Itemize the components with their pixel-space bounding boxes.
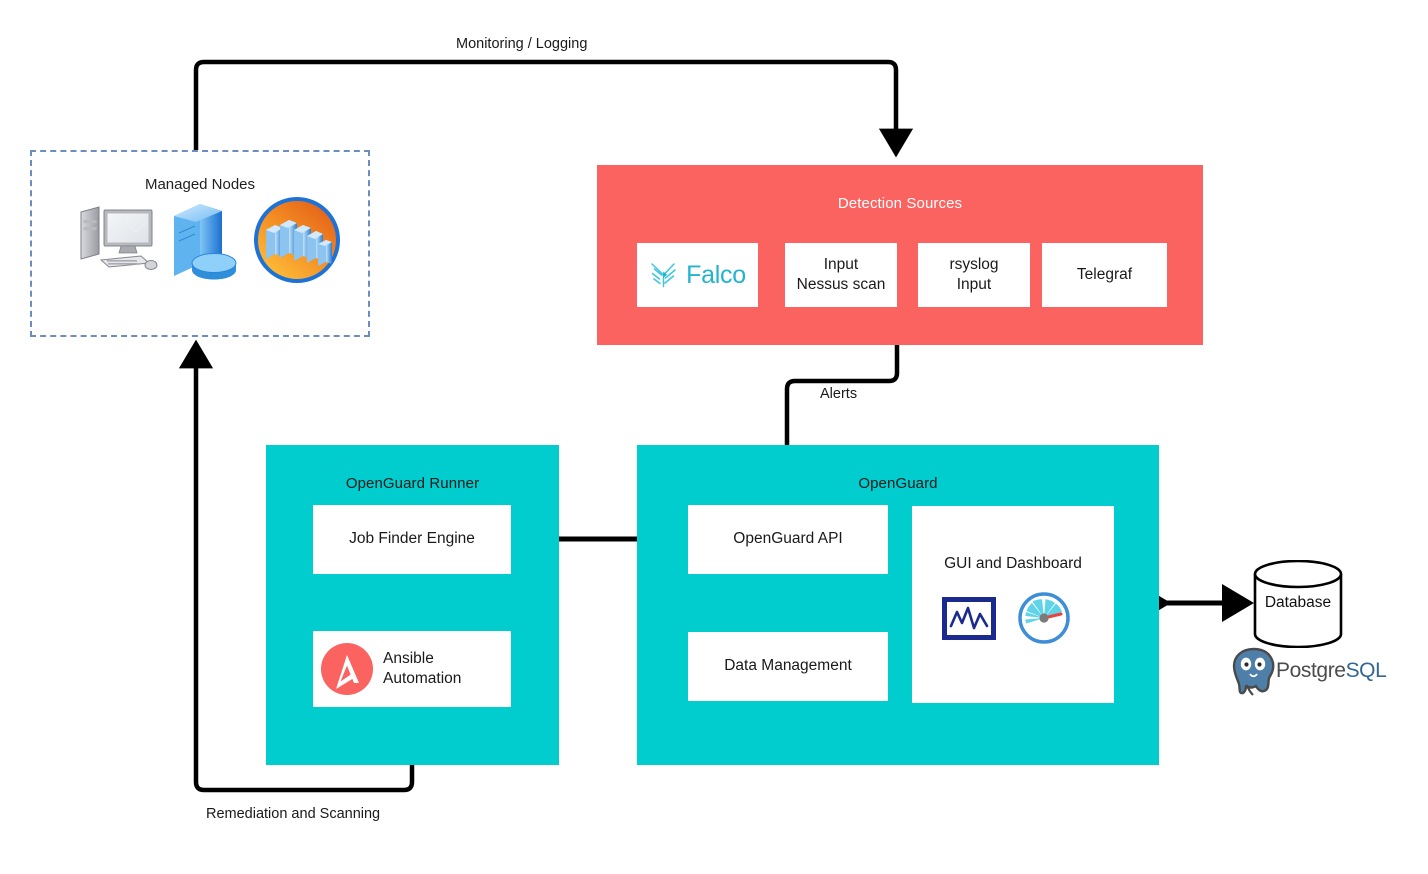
gui-and-dashboard-card[interactable]: GUI and Dashboard	[912, 506, 1114, 703]
detection-source-rsyslog[interactable]: rsyslog Input	[918, 243, 1030, 307]
detection-source-falco[interactable]: Falco	[637, 243, 758, 307]
data-management-card[interactable]: Data Management	[688, 632, 888, 701]
database-cylinder[interactable]: Database	[1252, 559, 1344, 649]
falco-label: Falco	[686, 260, 746, 289]
ansible-automation-card[interactable]: Ansible Automation	[313, 631, 511, 707]
managed-nodes-group: Managed Nodes	[30, 150, 370, 337]
postgres-suffix-label: SQL	[1345, 659, 1387, 682]
line-chart-icon	[940, 595, 998, 648]
openguard-title: OpenGuard	[858, 475, 938, 492]
detection-sources-title: Detection Sources	[837, 195, 963, 212]
database-icon	[1253, 559, 1343, 649]
label-remediation-and-scanning: Remediation and Scanning	[206, 806, 381, 822]
openguard-runner-panel: OpenGuard Runner	[266, 445, 559, 765]
job-finder-engine-card[interactable]: Job Finder Engine	[313, 505, 511, 574]
desktop-computer-icon	[75, 204, 159, 285]
job-finder-engine-label: Job Finder Engine	[349, 530, 475, 548]
postgresql-logo: PostgreSQL	[1228, 645, 1387, 697]
falco-logo: Falco	[649, 259, 746, 292]
nessus-line-2: Nessus scan	[796, 276, 886, 293]
gauge-icon	[1018, 592, 1070, 650]
ansible-automation-label: Ansible Automation	[383, 649, 461, 689]
gui-and-dashboard-label: GUI and Dashboard	[944, 555, 1082, 572]
wire-monitoring-logging	[193, 59, 914, 158]
rsyslog-line-2: Input	[956, 276, 992, 293]
openguard-api-card[interactable]: OpenGuard API	[688, 505, 888, 574]
label-alerts: Alerts	[820, 386, 858, 402]
openguard-runner-title: OpenGuard Runner	[345, 475, 480, 492]
server-farm-icon	[253, 196, 341, 289]
label-monitoring-logging: Monitoring / Logging	[456, 36, 588, 52]
detection-source-nessus[interactable]: Input Nessus scan	[785, 243, 897, 307]
server-database-icon	[170, 200, 238, 287]
nessus-line-1: Input	[823, 255, 859, 273]
ansible-line-2: Automation	[383, 670, 462, 687]
postgres-prefix-label: Postgre	[1276, 659, 1346, 682]
rsyslog-line-1: rsyslog	[949, 255, 999, 273]
telegraf-label: Telegraf	[1076, 265, 1133, 283]
database-label: Database	[1264, 594, 1332, 611]
managed-nodes-title: Managed Nodes	[144, 176, 256, 193]
detection-source-telegraf[interactable]: Telegraf	[1042, 243, 1167, 307]
falco-mark-icon	[651, 263, 676, 288]
data-management-label: Data Management	[724, 657, 852, 675]
openguard-api-label: OpenGuard API	[733, 530, 843, 548]
ansible-line-1: Ansible	[383, 649, 434, 667]
postgresql-elephant-icon	[1232, 647, 1275, 696]
ansible-logo-icon	[321, 643, 373, 695]
